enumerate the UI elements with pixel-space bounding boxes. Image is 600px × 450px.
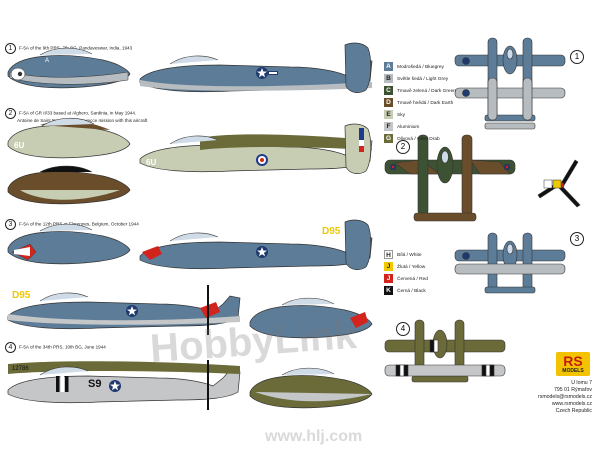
- caption-4-number: 4: [5, 342, 16, 353]
- plan-view-2: [384, 134, 516, 222]
- caption-3-number: 3: [5, 219, 16, 230]
- marking-french-code-b: 6U: [146, 158, 157, 167]
- legend-item: K Černá / Black: [384, 286, 426, 296]
- plan-view-4: [384, 319, 506, 383]
- legend-label: Světle šedá / Light Grey: [397, 76, 449, 82]
- plan-view-3: [454, 232, 566, 294]
- profile-4-nose: [249, 375, 373, 409]
- address-line-4: www.rsmodels.cz: [551, 401, 592, 407]
- profile-2-nose-a: [7, 125, 131, 159]
- legend-label: Aluminium: [397, 124, 420, 130]
- caption-2-text: F-5A of GR II/33 based at Alghero, Sardi…: [19, 110, 137, 116]
- logo-text: RS: [563, 353, 583, 369]
- marking-serial-4: 12786: [12, 366, 29, 372]
- legend-swatch: F: [384, 122, 393, 131]
- marking-serial-3b: D95: [12, 290, 31, 301]
- legend-label: Modrošedá / Bluegrey: [397, 64, 444, 70]
- legend-label: Černá / Black: [397, 288, 426, 294]
- legend-label: Bílá / White: [397, 252, 422, 258]
- legend-label: Tmavě hnědá / Dark Earth: [397, 100, 454, 106]
- legend-item: J Červená / Red: [384, 274, 428, 284]
- logo-subtext: MODELS: [562, 368, 584, 374]
- marking-code-4: S9: [88, 378, 102, 390]
- profile-4-main: [7, 369, 241, 404]
- legend-swatch: D: [384, 98, 393, 107]
- plan-number-4: 4: [396, 322, 410, 336]
- legend-item: E Sky: [384, 110, 405, 120]
- caption-3-text: F-5A of the 12th PRS at Florennes, Belgi…: [19, 221, 139, 227]
- legend-label: Žlutá / Yellow: [397, 264, 426, 270]
- legend-swatch: E: [384, 110, 393, 119]
- plan-number-3: 3: [570, 232, 584, 246]
- plan-number-1: 1: [570, 50, 584, 64]
- address-line-3: rsmodels@rsmodels.cz: [538, 394, 592, 400]
- legend-swatch: C: [384, 86, 393, 95]
- legend-item: H Bílá / White: [384, 250, 422, 260]
- legend-swatch: J: [384, 274, 393, 283]
- marking-french-code-a: 6U: [14, 141, 25, 150]
- profile-3-main: [139, 235, 373, 270]
- legend-swatch: J: [384, 262, 393, 271]
- legend-swatch: G: [384, 134, 393, 143]
- plan-number-2: 2: [396, 140, 410, 154]
- address-line-1: U lomu 7: [571, 380, 592, 386]
- legend-item: C Tmavě zelená / Dark Green: [384, 86, 456, 96]
- caption-4-text: F-5A of the 34th PRS, 10th BG, June 1944: [19, 344, 106, 350]
- legend-label: Sky: [397, 112, 405, 118]
- watermark-url: www.hlj.com: [265, 428, 363, 445]
- legend-label: Tmavě zelená / Dark Green: [397, 88, 456, 94]
- legend-label: Červená / Red: [397, 276, 428, 282]
- caption-1-text: F-5A of the 9th PRS, 7th BG, Pandaveswar…: [19, 45, 133, 51]
- address-line-5: Czech Republic: [555, 408, 592, 414]
- legend-item: F Aluminium: [384, 122, 419, 132]
- plan-view-1: [454, 37, 566, 130]
- legend-item: G Olivová / Olive Drab: [384, 134, 440, 144]
- caption-2-number: 2: [5, 108, 16, 119]
- legend-item: D Tmavě hnědá / Dark Earth: [384, 98, 453, 108]
- legend-swatch: B: [384, 74, 393, 83]
- marking-code-1: A: [45, 58, 50, 64]
- legend-item: J Žlutá / Yellow: [384, 262, 425, 272]
- legend-item: B Světle šedá / Light Grey: [384, 74, 448, 84]
- legend-swatch: A: [384, 62, 393, 71]
- legend-swatch: H: [384, 250, 393, 259]
- legend-swatch: K: [384, 286, 393, 295]
- address-line-2: 795 01 Rýmařov: [553, 387, 592, 393]
- legend-label: Olivová / Olive Drab: [397, 136, 440, 142]
- marking-serial-3: D95: [322, 226, 341, 237]
- rs-models-logo: RS MODELS: [556, 352, 590, 376]
- caption-1-number: 1: [5, 43, 16, 54]
- legend-item: A Modrošedá / Bluegrey: [384, 62, 444, 72]
